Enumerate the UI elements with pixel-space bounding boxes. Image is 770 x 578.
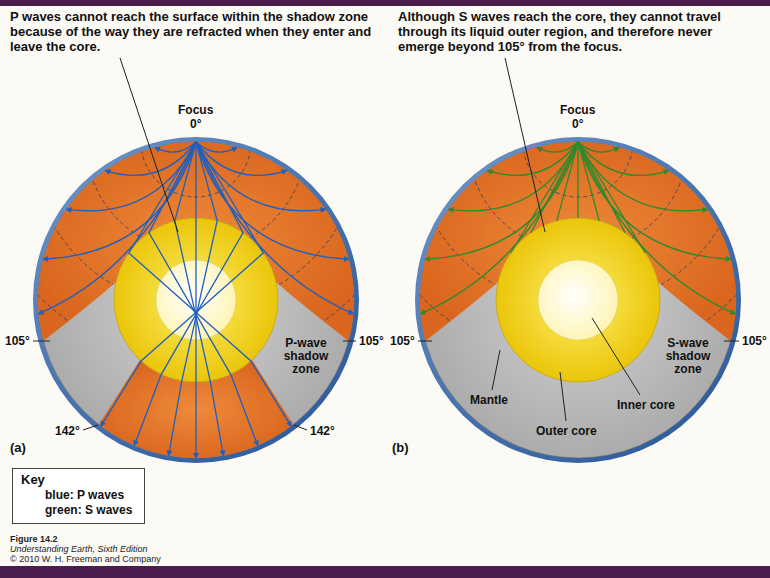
part-label: Mantle: [470, 393, 508, 407]
angle-label: 142°: [55, 424, 80, 438]
focus-label: Focus: [560, 103, 595, 117]
wavefronts: [0, 0, 416, 362]
bottom-bar: [0, 566, 770, 578]
globe-a: [0, 0, 416, 463]
figure-number: Figure 14.2: [10, 534, 58, 544]
mantle: [420, 142, 736, 458]
box-heading: Key: [21, 472, 132, 488]
legend-text: green: S waves: [45, 503, 132, 517]
caption-note: P waves cannot reach the surface within …: [10, 9, 374, 54]
outer-core: [496, 218, 660, 382]
key-box: Keyblue: P wavesgreen: S waves: [12, 468, 145, 524]
mantle: [38, 142, 354, 458]
credit-line: © 2010 W. H. Freeman and Company: [10, 554, 161, 564]
panel-letter: (a): [10, 440, 26, 455]
caption-note: Although S waves reach the core, they ca…: [398, 9, 762, 54]
part-label: Outer core: [536, 424, 597, 438]
part-label: Inner core: [617, 398, 675, 412]
s-wave-core-rays: [511, 142, 645, 253]
inner-core: [538, 260, 618, 340]
legend-entry: green: S waves: [21, 503, 132, 518]
zone-label: P-wave shadow zone: [280, 337, 332, 376]
legend-text: blue: P waves: [45, 488, 124, 502]
angle-label: 0°: [572, 117, 583, 131]
credit-line: Understanding Earth, Sixth Edition: [10, 544, 148, 554]
angle-label: 105°: [5, 334, 30, 348]
panel-letter: (b): [392, 440, 409, 455]
angle-label: 142°: [310, 424, 335, 438]
globe-b: [358, 0, 770, 463]
zone-label: S-wave shadow zone: [662, 337, 714, 376]
angle-label: 105°: [359, 334, 384, 348]
legend-entry: blue: P waves: [21, 488, 132, 503]
earth-surface: [33, 137, 359, 463]
leader-lines: [33, 58, 739, 430]
earth-surface: [415, 137, 741, 463]
p-wave-core-rays: [101, 142, 291, 458]
focus-label: Focus: [178, 103, 213, 117]
wavefronts: [358, 0, 770, 362]
angle-label: 0°: [190, 117, 201, 131]
top-bar: [0, 0, 770, 6]
angle-label: 105°: [742, 334, 767, 348]
angle-label: 105°: [390, 334, 415, 348]
